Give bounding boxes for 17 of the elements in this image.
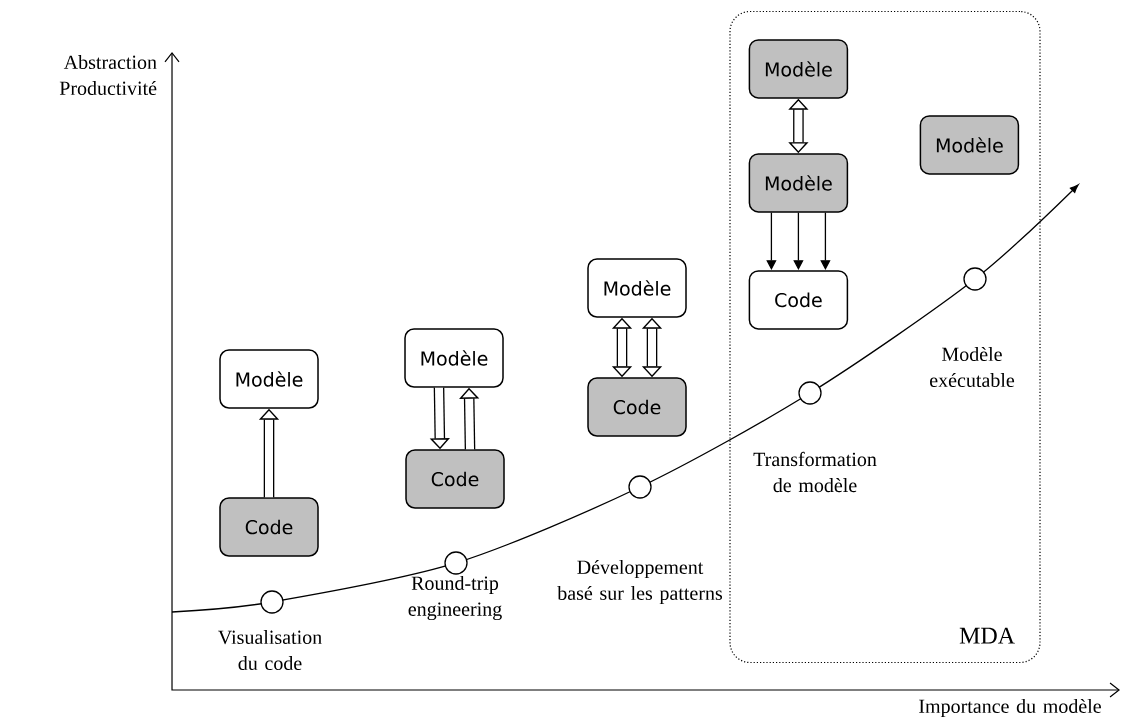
caption-text: Modèle exécutable [930, 346, 1015, 388]
model-box: Modèle [748, 153, 849, 213]
model-box: Modèle [404, 328, 504, 388]
model-box: Modèle [748, 39, 849, 99]
model-box: Code [219, 497, 319, 557]
caption-text: Importance du modèle [919, 698, 1101, 718]
caption-text: Abstraction Productivité [59, 54, 157, 95]
model-box: Code [748, 270, 849, 330]
caption-text: Visualisation du code [218, 629, 322, 670]
model-box: Modèle [919, 115, 1020, 175]
caption-text: Transformation de modèle [753, 451, 877, 493]
model-box: Code [405, 449, 505, 509]
model-box: Code [587, 377, 687, 437]
caption-text: Développement basé sur les patterns [557, 559, 723, 605]
model-box: Modèle [219, 349, 319, 409]
model-box: Modèle [587, 258, 687, 318]
caption-text: Round-trip engineering [408, 575, 502, 621]
